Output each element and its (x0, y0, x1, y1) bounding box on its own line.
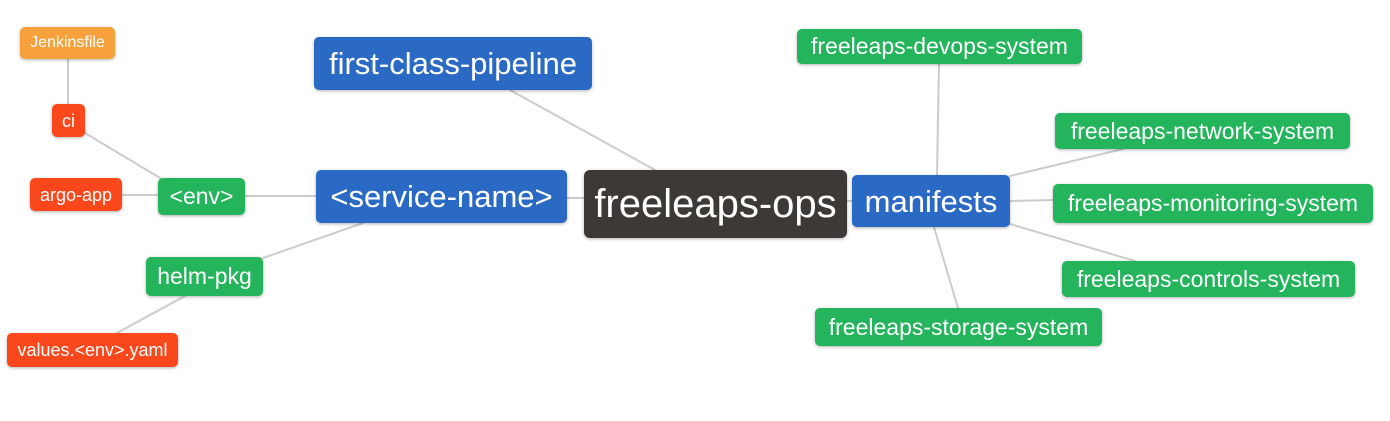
node-ci[interactable]: ci (52, 104, 85, 137)
node-freeleaps-monitoring-system[interactable]: freeleaps-monitoring-system (1053, 184, 1373, 223)
node-argo-app[interactable]: argo-app (30, 178, 122, 211)
edge-helm-pkg-to-service-name (262, 222, 364, 259)
edge-manifests-to-freeleaps-storage-system (933, 226, 959, 309)
node-values-env-yaml[interactable]: values.<env>.yaml (7, 333, 178, 367)
node-env[interactable]: <env> (158, 178, 245, 215)
node-service-name[interactable]: <service-name> (316, 170, 567, 223)
node-first-class-pipeline[interactable]: first-class-pipeline (314, 37, 592, 90)
node-freeleaps-storage-system[interactable]: freeleaps-storage-system (815, 308, 1102, 346)
node-freeleaps-devops-system[interactable]: freeleaps-devops-system (797, 29, 1082, 64)
edge-first-class-pipeline-to-freeleaps-ops (509, 89, 656, 171)
edge-helm-pkg-to-values-env-yaml (116, 295, 186, 334)
node-freeleaps-controls-system[interactable]: freeleaps-controls-system (1062, 261, 1355, 297)
edge-manifests-to-freeleaps-monitoring-system (1009, 199, 1054, 202)
edge-manifests-to-freeleaps-controls-system (1009, 223, 1136, 262)
node-freeleaps-network-system[interactable]: freeleaps-network-system (1055, 113, 1350, 149)
node-freeleaps-ops[interactable]: freeleaps-ops (584, 170, 847, 238)
edge-manifests-to-freeleaps-network-system (1009, 148, 1124, 177)
node-manifests[interactable]: manifests (852, 175, 1010, 227)
edge-ci-to-env (84, 132, 161, 179)
node-helm-pkg[interactable]: helm-pkg (146, 257, 263, 296)
edge-manifests-to-freeleaps-devops-system (936, 63, 940, 176)
node-jenkinsfile[interactable]: Jenkinsfile (20, 27, 115, 59)
